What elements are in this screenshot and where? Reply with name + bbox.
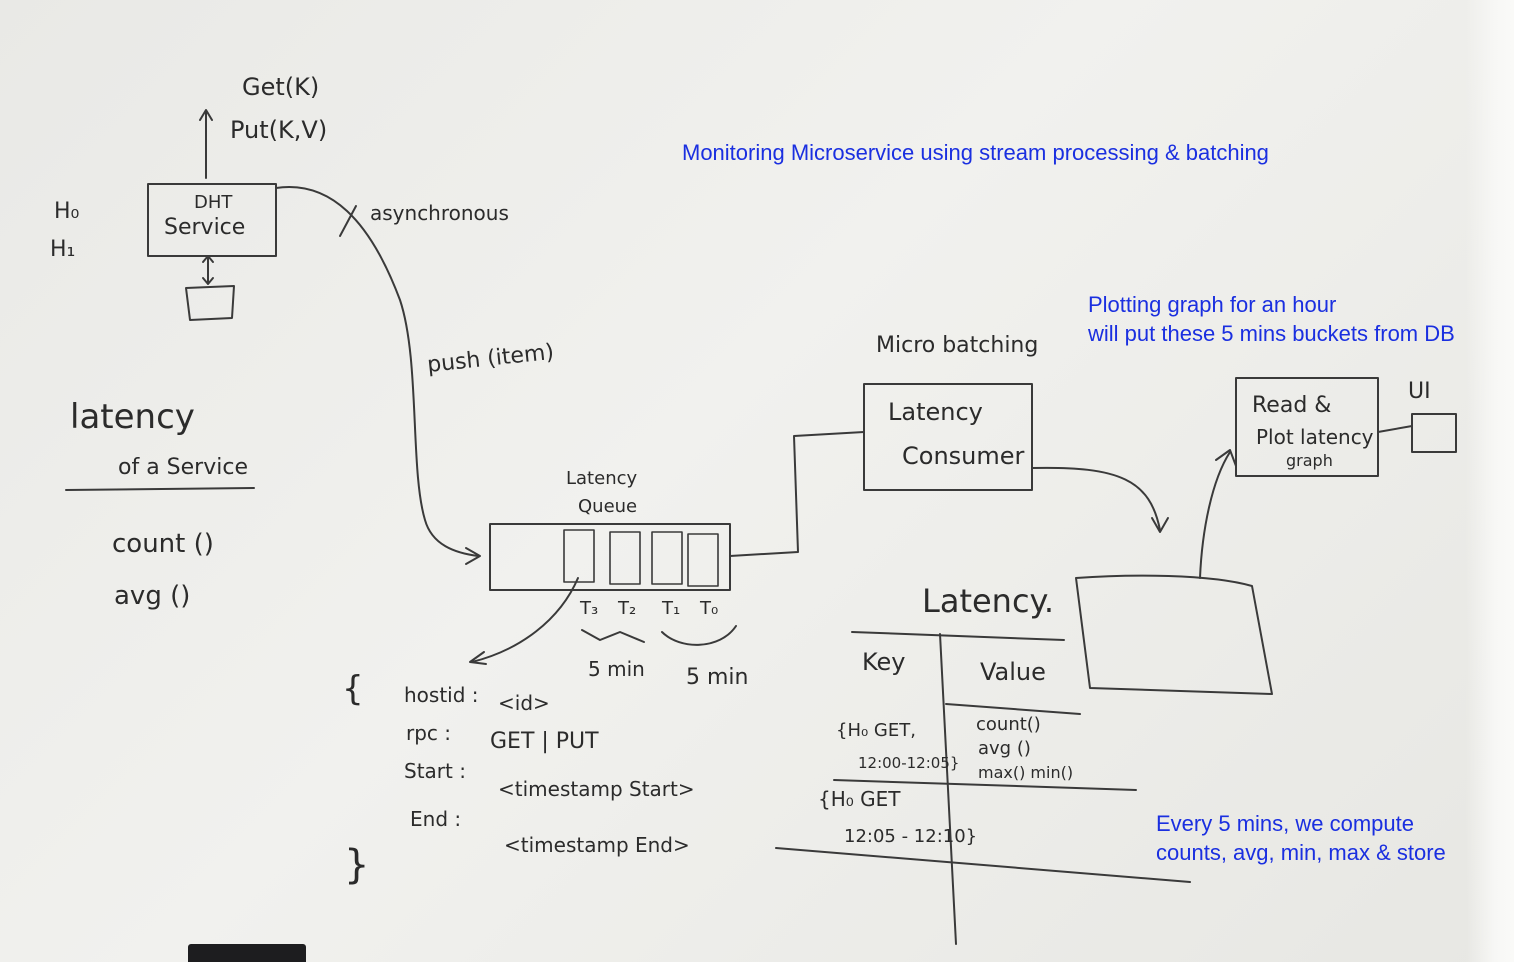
field-rpc-value: GET | PUT xyxy=(490,729,599,754)
table-divider xyxy=(939,633,957,945)
read-plot-box xyxy=(1235,377,1379,477)
table-title: Latency. xyxy=(922,582,1054,620)
record-open-brace: { xyxy=(342,669,364,709)
row2-key-line1: {H₀ GET xyxy=(818,787,901,811)
window-squiggle xyxy=(581,629,645,643)
window-squiggle xyxy=(661,625,737,646)
field-start-key: Start : xyxy=(404,759,466,783)
compute-note-line1: Every 5 mins, we compute xyxy=(1156,811,1414,836)
ui-screen-icon xyxy=(1411,413,1457,453)
field-rpc-key: rpc : xyxy=(406,721,451,745)
row1-val-line1: count() xyxy=(976,714,1041,735)
api-arrow xyxy=(199,109,213,179)
plot-note-line1: Plotting graph for an hour xyxy=(1088,292,1336,317)
queue-slot xyxy=(563,529,595,583)
table-top-rule xyxy=(851,631,1065,641)
row1-val-line2: avg () xyxy=(978,738,1031,759)
window-1: 5 min xyxy=(588,657,645,681)
row2-key-line2: 12:05 - 12:10} xyxy=(844,826,977,847)
compute-note-line2: counts, avg, min, max & store xyxy=(1156,840,1446,865)
slot-t2: T₂ xyxy=(617,598,636,619)
field-hostid-key: hostid : xyxy=(404,683,479,707)
ui-label: UI xyxy=(1408,379,1431,404)
col-value-header: Value xyxy=(980,658,1046,686)
queue-slot xyxy=(687,533,719,587)
avg-fn: avg () xyxy=(114,581,190,611)
consumer-line1: Latency xyxy=(888,398,983,426)
queue-slot xyxy=(651,531,683,585)
row1-key-line2: 12:00-12:05} xyxy=(858,754,959,772)
latency-heading: latency xyxy=(70,397,195,437)
micro-batching-label: Micro batching xyxy=(876,333,1038,358)
queue-label-line1: Latency xyxy=(566,468,637,489)
board-edge xyxy=(1466,0,1514,962)
slot-detail-arrowhead xyxy=(469,651,487,665)
storage-db-icon xyxy=(185,285,235,321)
db-to-plot-arrowhead xyxy=(1215,449,1237,467)
queue-label-line2: Queue xyxy=(578,496,637,517)
get-label: Get(K) xyxy=(242,73,319,101)
host-h1: H₁ xyxy=(50,237,75,262)
async-label: asynchronous xyxy=(370,201,509,225)
storage-arrow xyxy=(202,255,214,285)
slot-t0: T₀ xyxy=(699,598,718,619)
consumer-line2: Consumer xyxy=(902,442,1025,470)
plot-line1: Read & xyxy=(1252,393,1331,418)
dht-service-box xyxy=(147,183,277,257)
count-fn: count () xyxy=(112,529,214,559)
plot-note-line2: will put these 5 mins buckets from DB xyxy=(1087,321,1455,346)
diagram-title: Monitoring Microservice using stream pro… xyxy=(682,140,1269,165)
window-2: 5 min xyxy=(686,665,748,690)
put-label: Put(K,V) xyxy=(230,116,327,144)
row1-val-line3: max() min() xyxy=(978,763,1073,782)
marker-tray xyxy=(188,944,306,962)
slot-detail-arrow xyxy=(471,577,579,663)
latency-underline xyxy=(65,487,255,491)
push-curve xyxy=(275,186,479,557)
slot-t3: T₃ xyxy=(579,598,598,619)
host-h0: H₀ xyxy=(54,199,80,224)
row1-key-line1: {H₀ GET, xyxy=(836,720,916,741)
push-label: push (item) xyxy=(426,340,555,378)
row2-rule xyxy=(775,847,1191,883)
consumer-to-db-arrow xyxy=(1031,466,1161,531)
dht-box-line1: DHT xyxy=(194,192,233,213)
field-start-value: <timestamp Start> xyxy=(498,777,695,801)
field-hostid-value: <id> xyxy=(498,691,550,715)
field-end-key: End : xyxy=(410,807,461,831)
header-rule xyxy=(945,703,1081,715)
queue-to-consumer-link xyxy=(729,431,865,557)
field-end-value: <timestamp End> xyxy=(504,833,690,857)
consumer-to-db-arrowhead xyxy=(1151,517,1169,533)
record-close-brace: } xyxy=(344,842,369,888)
queue-slot xyxy=(609,531,641,585)
plot-line3: graph xyxy=(1286,451,1333,470)
plot-line2: Plot latency xyxy=(1256,425,1374,449)
latency-subheading: of a Service xyxy=(118,455,248,480)
slot-t1: T₁ xyxy=(661,598,680,619)
latency-db-box xyxy=(1075,574,1273,695)
dht-box-line2: Service xyxy=(164,215,245,240)
col-key-header: Key xyxy=(862,648,906,676)
plot-to-ui-link xyxy=(1377,425,1413,433)
latency-consumer-box xyxy=(863,383,1033,491)
async-tick xyxy=(339,205,357,237)
push-arrowhead xyxy=(465,547,481,565)
db-to-plot-arrow xyxy=(1199,451,1231,579)
row1-rule xyxy=(833,779,1137,791)
